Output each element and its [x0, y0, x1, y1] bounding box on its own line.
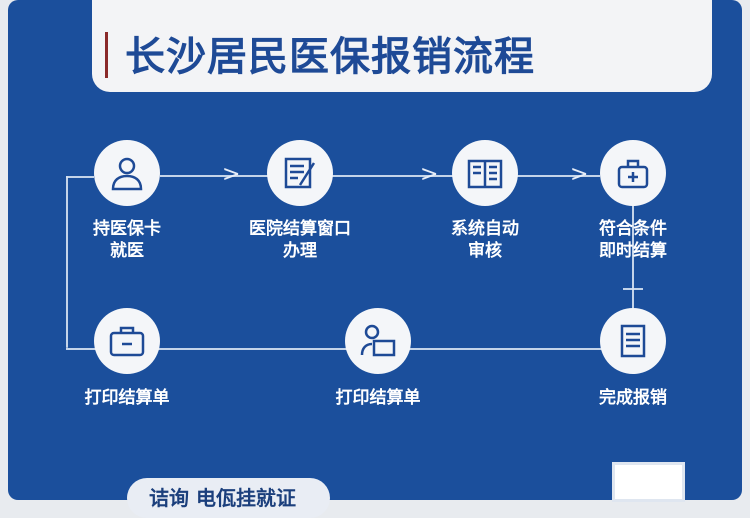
form-icon: [284, 157, 316, 189]
header: [92, 0, 712, 92]
medical-kit-icon: [617, 159, 649, 189]
arrow-right-icon: >: [222, 162, 241, 187]
step-node-2: [267, 140, 333, 206]
step-label-5: 打印结算单: [84, 388, 170, 408]
id-card-icon: [360, 324, 396, 357]
step-node-4: [600, 140, 666, 206]
qr-code-icon[interactable]: [612, 462, 685, 502]
step-node-5: [94, 308, 160, 374]
title-accent-bar: [105, 32, 108, 78]
step-node-6: [345, 308, 411, 374]
arrow-right-icon: >: [570, 162, 589, 187]
connector-cross: [623, 288, 643, 290]
step-label-4: 符合条件即时结算: [599, 219, 667, 261]
step-node-7: [600, 308, 666, 374]
step-node-3: [452, 140, 518, 206]
document-icon: [467, 159, 503, 189]
connector-right: [632, 205, 634, 310]
page-title: 长沙居民医保报销流程: [125, 34, 535, 80]
step-label-7: 完成报销: [599, 388, 667, 408]
footer-consult-pill: 诘询 电佤挂就证: [127, 478, 330, 518]
step-label-6: 打印结算单: [335, 388, 421, 408]
step-label-3: 系统自动审核: [451, 219, 519, 261]
step-label-2: 医院结算窗口办理: [249, 219, 351, 261]
step-node-1: [94, 140, 160, 206]
connector-left: [66, 176, 68, 348]
briefcase-icon: [109, 326, 145, 357]
connector-top: [160, 175, 600, 177]
arrow-right-icon: >: [420, 162, 439, 187]
receipt-icon: [620, 324, 646, 358]
step-label-1: 持医保卡就医: [93, 219, 161, 261]
connector-left-top: [66, 176, 94, 178]
doctor-icon: [111, 157, 143, 191]
connector-bottom: [66, 348, 606, 350]
